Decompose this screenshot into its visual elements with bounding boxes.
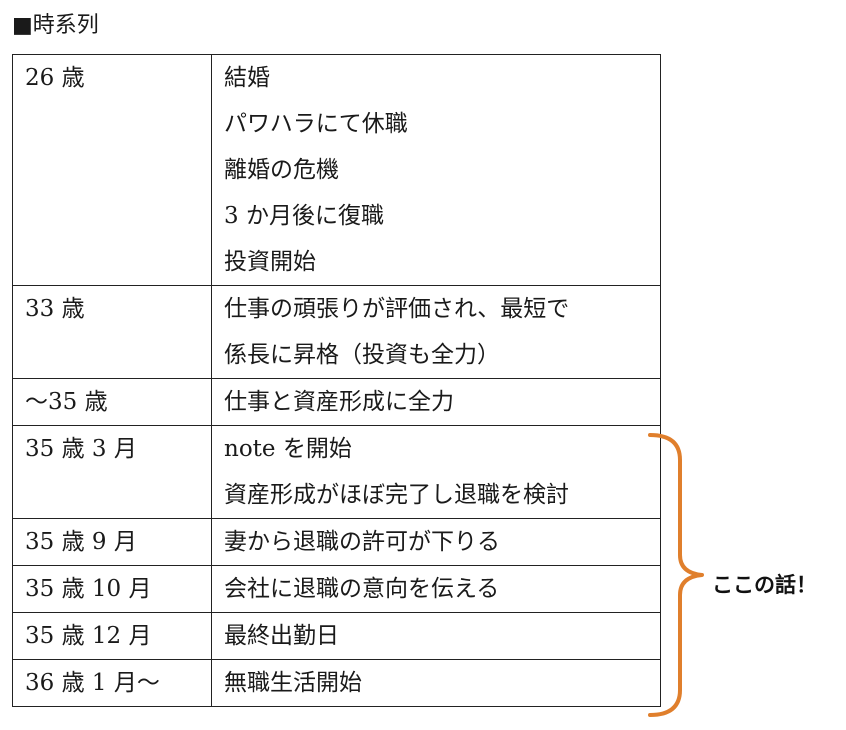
table-row: 35 歳 3 月 note を開始 資産形成がほぼ完了し退職を検討 xyxy=(12,425,661,519)
brace-path xyxy=(648,433,704,717)
events-cell: 仕事の頑張りが評価され、最短で 係長に昇格（投資も全力） xyxy=(211,285,661,379)
age-cell: 26 歳 xyxy=(12,54,212,286)
event-text: 仕事の頑張りが評価され、最短で xyxy=(224,296,570,322)
age-cell: 35 歳 10 月 xyxy=(12,565,212,613)
age-cell: 35 歳 12 月 xyxy=(12,612,212,660)
events-cell: 会社に退職の意向を伝える xyxy=(211,565,661,613)
event-text: 係長に昇格（投資も全力） xyxy=(224,342,500,368)
table-row: 35 歳 10 月 会社に退職の意向を伝える xyxy=(12,565,661,613)
table-row: 26 歳 結婚 パワハラにて休職 離婚の危機 3 か月後に復職 投資開始 xyxy=(12,54,661,286)
table-row: 35 歳 9 月 妻から退職の許可が下りる xyxy=(12,518,661,566)
event-text: 結婚 xyxy=(224,65,270,91)
event-text: note を開始 xyxy=(224,436,352,462)
age-cell: 36 歳 1 月～ xyxy=(12,659,212,707)
table-row: 35 歳 12 月 最終出勤日 xyxy=(12,612,661,660)
events-cell: 仕事と資産形成に全力 xyxy=(211,378,661,426)
table-row: 36 歳 1 月～ 無職生活開始 xyxy=(12,659,661,707)
event-text: 会社に退職の意向を伝える xyxy=(224,576,500,602)
event-text: 投資開始 xyxy=(224,249,316,275)
events-cell: note を開始 資産形成がほぼ完了し退職を検討 xyxy=(211,425,661,519)
events-cell: 最終出勤日 xyxy=(211,612,661,660)
event-text: 3 か月後に復職 xyxy=(224,203,384,229)
age-cell: ～35 歳 xyxy=(12,378,212,426)
event-text: パワハラにて休職 xyxy=(224,111,408,137)
age-cell: 33 歳 xyxy=(12,285,212,379)
age-cell: 35 歳 3 月 xyxy=(12,425,212,519)
events-cell: 妻から退職の許可が下りる xyxy=(211,518,661,566)
table-row: ～35 歳 仕事と資産形成に全力 xyxy=(12,378,661,426)
event-text: 資産形成がほぼ完了し退職を検討 xyxy=(224,482,569,508)
age-cell: 35 歳 9 月 xyxy=(12,518,212,566)
section-heading: ■時系列 xyxy=(12,13,99,38)
events-cell: 結婚 パワハラにて休職 離婚の危機 3 か月後に復職 投資開始 xyxy=(211,54,661,286)
event-text: 離婚の危機 xyxy=(224,157,339,183)
event-text: 最終出勤日 xyxy=(224,623,339,649)
curly-brace-icon xyxy=(648,433,704,717)
event-text: 妻から退職の許可が下りる xyxy=(224,529,500,555)
annotation-label: ここの話！ xyxy=(712,573,817,597)
event-text: 無職生活開始 xyxy=(224,670,362,696)
timeline-table: 26 歳 結婚 パワハラにて休職 離婚の危機 3 か月後に復職 投資開始 33 … xyxy=(12,54,661,707)
events-cell: 無職生活開始 xyxy=(211,659,661,707)
table-row: 33 歳 仕事の頑張りが評価され、最短で 係長に昇格（投資も全力） xyxy=(12,285,661,379)
event-text: 仕事と資産形成に全力 xyxy=(224,389,454,415)
